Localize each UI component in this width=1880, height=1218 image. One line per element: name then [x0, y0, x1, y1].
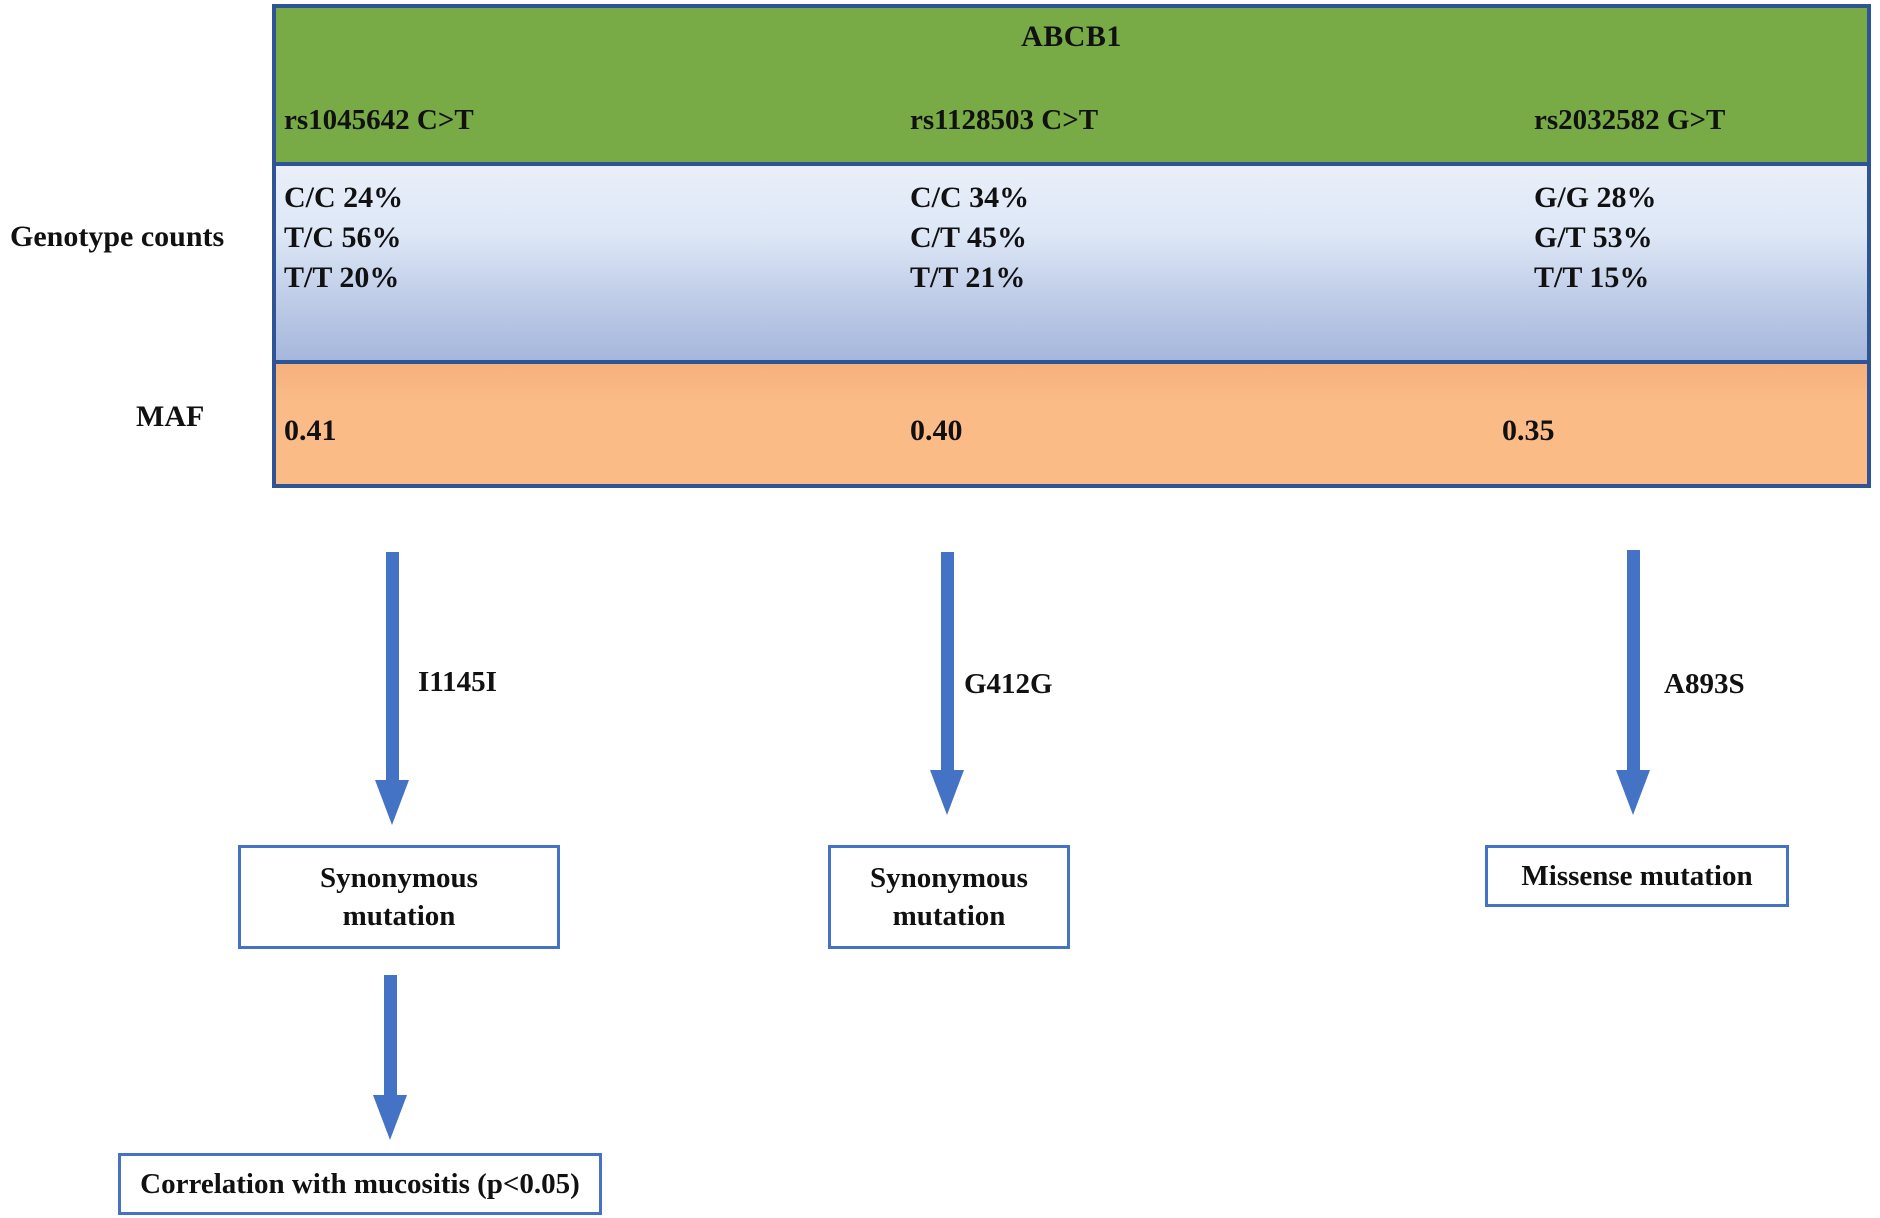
genotype-value: T/C 56%	[284, 221, 402, 254]
down-arrow-col2	[930, 552, 964, 815]
genotype-cell-col3: G/G 28% G/T 53% T/T 15%	[1534, 178, 1657, 298]
mutation-code-label-col3: A893S	[1664, 668, 1745, 700]
genotype-value: G/G 28%	[1534, 181, 1657, 214]
mutation-type-box-col2: Synonymous mutation	[828, 845, 1070, 949]
outcome-label: Correlation with mucositis (p<0.05)	[140, 1168, 580, 1200]
genotype-cell-col2: C/C 34% C/T 45% T/T 21%	[910, 178, 1029, 298]
arrow-shaft	[383, 975, 397, 1095]
maf-row-label: MAF	[136, 400, 205, 433]
mutation-type-label: Missense mutation	[1521, 860, 1753, 892]
arrow-shaft	[1626, 550, 1640, 770]
genotype-cell-col1: C/C 24% T/C 56% T/T 20%	[284, 178, 403, 298]
maf-value-col2: 0.40	[910, 414, 963, 447]
snp-label-rs1045642: rs1045642 C>T	[284, 104, 474, 136]
genotype-counts-row-label: Genotype counts	[10, 220, 225, 253]
maf-value-col3: 0.35	[1502, 414, 1555, 447]
gene-header-band: ABCB1 rs1045642 C>T rs1128503 C>T rs2032…	[272, 4, 1871, 166]
mutation-type-box-col1: Synonymous mutation	[238, 845, 560, 949]
genotype-counts-band: C/C 24% T/C 56% T/T 20% C/C 34% C/T 45% …	[272, 162, 1871, 364]
arrow-shaft	[385, 552, 399, 780]
arrow-head	[375, 780, 409, 825]
mutation-code-label-col2: G412G	[964, 668, 1053, 700]
genotype-value: C/C 24%	[284, 181, 404, 214]
maf-band: 0.41 0.40 0.35	[272, 360, 1871, 488]
mutation-type-label: Synonymous mutation	[320, 862, 478, 932]
genotype-value: T/T 20%	[284, 261, 400, 294]
genotype-value: C/C 34%	[910, 181, 1030, 214]
genotype-value: T/T 15%	[1534, 261, 1650, 294]
down-arrow-col1	[375, 552, 409, 825]
mutation-type-box-col3: Missense mutation	[1485, 845, 1789, 907]
snp-table: ABCB1 rs1045642 C>T rs1128503 C>T rs2032…	[272, 4, 1871, 488]
arrow-head	[930, 770, 964, 815]
mutation-type-label: Synonymous mutation	[870, 862, 1028, 932]
snp-label-rs1128503: rs1128503 C>T	[910, 104, 1099, 136]
down-arrow-col3	[1616, 550, 1650, 815]
snp-label-rs2032582: rs2032582 G>T	[1534, 104, 1726, 136]
genotype-value: T/T 21%	[910, 261, 1026, 294]
arrow-head	[1616, 770, 1650, 815]
down-arrow-outcome	[373, 975, 407, 1140]
arrow-head	[373, 1095, 407, 1140]
arrow-shaft	[940, 552, 954, 770]
outcome-box: Correlation with mucositis (p<0.05)	[118, 1153, 602, 1215]
mutation-code-label-col1: I1145I	[418, 666, 497, 698]
gene-name-title: ABCB1	[1021, 20, 1122, 53]
maf-value-col1: 0.41	[284, 414, 337, 447]
genotype-value: C/T 45%	[910, 221, 1027, 254]
genotype-value: G/T 53%	[1534, 221, 1653, 254]
